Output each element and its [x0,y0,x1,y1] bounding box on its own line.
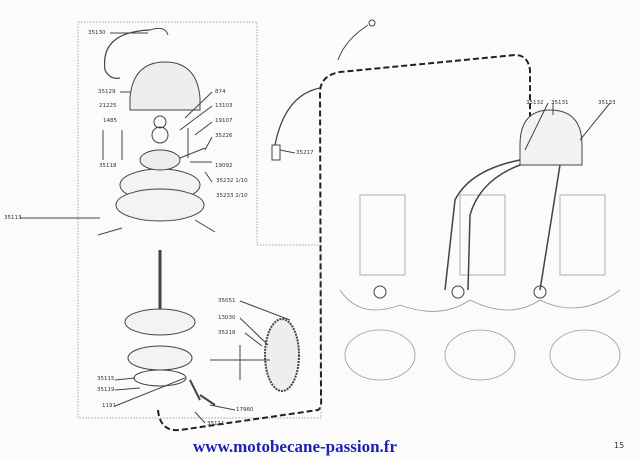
label-35131: 35131 [551,100,569,106]
label-21225: 21225 [99,103,117,109]
website-link[interactable]: www.motobecane-passion.fr [193,437,397,456]
label-35051: 35051 [218,298,236,304]
label-35232: 35232 1/10 [216,178,248,184]
label-1191: 1191 [102,403,116,409]
label-35233: 35233 2/10 [216,193,248,199]
label-35226: 35226 [215,133,233,139]
label-35218: 35218 [218,330,236,336]
cap [129,61,201,111]
label-35118: 35118 [99,163,117,169]
label-35129: 35129 [98,89,116,95]
engine-outline [339,194,621,381]
label-35119: 35119 [97,387,115,393]
label-1485: 1485 [103,118,117,124]
label-35113: 35113 [4,215,22,221]
label-35130: 35130 [88,30,106,36]
group-frame [77,21,322,419]
label-13030: 13030 [218,315,236,321]
oil-tank [519,109,583,166]
label-35132: 35132 [526,100,544,106]
oil-line-route [157,53,531,432]
cable-top [337,24,369,61]
label-19107: 19107 [215,118,233,124]
label-35115: 35115 [97,376,115,382]
label-13103: 13103 [215,103,233,109]
cable-35130 [103,29,151,79]
label-17960: 17960 [236,407,254,413]
label-19092: 19092 [215,163,233,169]
page-number: 15 [614,441,625,450]
label-35217: 35217 [296,150,314,156]
label-35133: 35133 [598,100,616,106]
label-874: 874 [215,89,226,95]
label-35111: 35111 [207,421,225,427]
